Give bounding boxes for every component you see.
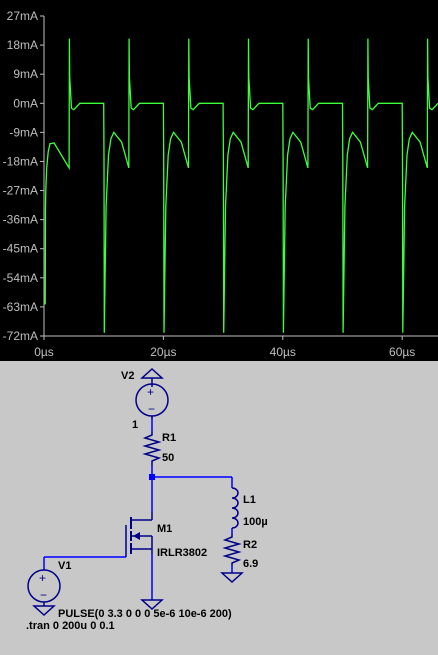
y-tick-label: -45mA (3, 242, 38, 256)
y-tick-label: -27mA (3, 184, 38, 198)
y-tick-label: 0mA (13, 96, 38, 110)
voltage-source-v1[interactable]: + − (27, 569, 61, 606)
m1-model: IRLR3802 (157, 547, 207, 559)
waveform-plot[interactable]: 27mA 18mA 9mA 0mA -9mA -18mA -27mA -36mA -45mA -5… (0, 0, 438, 361)
x-tick-label: 40µs (270, 345, 296, 359)
l1-name: L1 (243, 494, 256, 506)
y-tick-label: -18mA (3, 154, 38, 168)
x-tick-label: 20µs (150, 345, 176, 359)
v2-name: V2 (121, 370, 134, 382)
r1-name: R1 (162, 432, 176, 444)
l1-value: 100µ (243, 516, 268, 528)
mosfet-m1[interactable] (125, 512, 153, 557)
resistor-r1[interactable] (142, 431, 162, 466)
voltage-source-v2[interactable]: + − (135, 383, 169, 418)
y-tick-label: -72mA (3, 329, 38, 343)
ground-v2-top-icon (140, 367, 164, 383)
ground-m1-icon (140, 599, 164, 611)
y-tick-label: -9mA (9, 125, 38, 139)
ground-v1-icon (32, 605, 56, 617)
trace-layer (44, 38, 438, 333)
y-tick-label: -63mA (3, 300, 38, 314)
x-tick-label: 0µs (34, 345, 54, 359)
svg-text:+: + (39, 571, 46, 585)
inductor-l1[interactable] (231, 487, 239, 529)
plot-axes: 27mA 18mA 9mA 0mA -9mA -18mA -27mA -36mA -45mA -5… (3, 9, 438, 359)
r1-value: 50 (162, 452, 174, 464)
schematic-canvas[interactable]: + − V2 1 R1 50 L1 100µ (0, 361, 438, 650)
v2-value: 1 (132, 419, 138, 431)
waveform-viewer[interactable]: 27mA 18mA 9mA 0mA -9mA -18mA -27mA -36mA -45mA -5… (0, 0, 438, 361)
v1-name: V1 (58, 560, 71, 572)
r2-value: 6.9 (243, 558, 258, 570)
ground-r2-icon (220, 572, 244, 584)
y-tick-label: -54mA (3, 271, 38, 285)
x-tick-label: 60µs (389, 345, 415, 359)
svg-text:+: + (147, 385, 154, 399)
wires (43, 417, 233, 600)
y-tick-label: 9mA (13, 67, 38, 81)
spice-directive[interactable]: .tran 0 200u 0 0.1 (26, 620, 115, 632)
y-tick-label: -36mA (3, 213, 38, 227)
svg-text:−: − (40, 588, 47, 602)
resistor-r2[interactable] (222, 534, 242, 566)
schematic-editor[interactable]: + − V2 1 R1 50 L1 100µ (0, 361, 438, 650)
junction-dot (149, 474, 155, 480)
r2-name: R2 (243, 539, 257, 551)
trace-line[interactable] (44, 38, 438, 333)
v1-value: PULSE(0 3.3 0 0 0 5e-6 10e-6 200) (58, 608, 232, 620)
y-tick-label: 18mA (7, 38, 38, 52)
m1-name: M1 (157, 523, 172, 535)
svg-text:−: − (148, 402, 155, 416)
y-tick-label: 27mA (7, 9, 38, 23)
